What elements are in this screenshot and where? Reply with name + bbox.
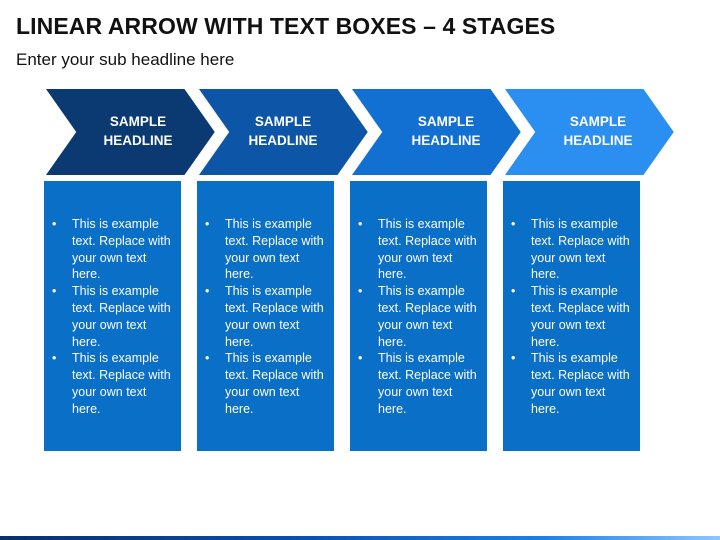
bullet-text: This is example text. Replace with your … [72, 284, 171, 349]
list-item: • This is example text. Replace with your… [52, 350, 172, 417]
stage-4-bullet-list: • This is example text. Replace with your… [511, 216, 634, 418]
list-item: • This is example text. Replace with your… [511, 216, 631, 283]
bullet-icon: • [511, 351, 516, 366]
stage-1-headline: SAMPLE HEADLINE [78, 112, 198, 150]
page-subtitle: Enter your sub headline here [16, 50, 235, 69]
stage-3-headline-line-2: HEADLINE [411, 133, 481, 148]
stage-4-headline-line-2: HEADLINE [563, 133, 633, 148]
bullet-icon: • [52, 217, 57, 231]
bullet-icon: • [511, 217, 516, 231]
stage-1-bullet-list: • This is example text. Replace with your… [52, 216, 175, 418]
stage-2-headline-line-2: HEADLINE [248, 133, 318, 148]
stage-2-bullet-list: • This is example text. Replace with your… [205, 216, 328, 418]
bullet-icon: • [358, 351, 363, 366]
stage-3-text-box: • This is example text. Replace with your… [350, 181, 487, 451]
list-item: • This is example text. Replace with your… [511, 283, 631, 350]
stage-2-text-box: • This is example text. Replace with your… [197, 181, 334, 451]
stage-3-headline-line-1: SAMPLE [417, 114, 475, 129]
bullet-text: This is example text. Replace with your … [72, 217, 171, 282]
bullet-icon: • [52, 351, 57, 366]
list-item: • This is example text. Replace with your… [52, 216, 172, 283]
list-item: • This is example text. Replace with your… [358, 283, 478, 350]
bullet-text: This is example text. Replace with your … [531, 217, 630, 282]
bullet-icon: • [205, 284, 210, 299]
stage-3-bullet-list: • This is example text. Replace with your… [358, 216, 481, 418]
list-item: • This is example text. Replace with your… [52, 283, 172, 350]
footer-accent-bar [0, 536, 720, 540]
stage-4-headline: SAMPLE HEADLINE [538, 112, 658, 150]
bullet-icon: • [205, 351, 210, 366]
bullet-text: This is example text. Replace with your … [225, 284, 324, 349]
bullet-text: This is example text. Replace with your … [225, 217, 324, 282]
stage-4-headline-line-1: SAMPLE [569, 114, 627, 129]
list-item: • This is example text. Replace with your… [205, 283, 325, 350]
page-title: LINEAR ARROW WITH TEXT BOXES – 4 STAGES [16, 13, 556, 39]
list-item: • This is example text. Replace with your… [205, 216, 325, 283]
bullet-text: This is example text. Replace with your … [531, 351, 630, 416]
bullet-text: This is example text. Replace with your … [378, 217, 477, 282]
bullet-icon: • [511, 284, 516, 299]
bullet-icon: • [52, 284, 57, 299]
stage-2-headline-line-1: SAMPLE [254, 114, 312, 129]
bullet-text: This is example text. Replace with your … [378, 284, 477, 349]
list-item: • This is example text. Replace with your… [358, 350, 478, 417]
stage-1-headline-line-1: SAMPLE [109, 114, 167, 129]
bullet-text: This is example text. Replace with your … [72, 351, 171, 416]
bullet-text: This is example text. Replace with your … [225, 351, 324, 416]
list-item: • This is example text. Replace with your… [358, 216, 478, 283]
stage-1-text-box: • This is example text. Replace with your… [44, 181, 181, 451]
bullet-text: This is example text. Replace with your … [531, 284, 630, 349]
stage-4-text-box: • This is example text. Replace with your… [503, 181, 640, 451]
stage-3-headline: SAMPLE HEADLINE [386, 112, 506, 150]
stage-1-headline-line-2: HEADLINE [103, 133, 173, 148]
bullet-text: This is example text. Replace with your … [378, 351, 477, 416]
bullet-icon: • [358, 217, 363, 231]
bullet-icon: • [205, 217, 210, 231]
list-item: • This is example text. Replace with your… [511, 350, 631, 417]
stage-2-headline: SAMPLE HEADLINE [223, 112, 343, 150]
bullet-icon: • [358, 284, 363, 299]
list-item: • This is example text. Replace with your… [205, 350, 325, 417]
